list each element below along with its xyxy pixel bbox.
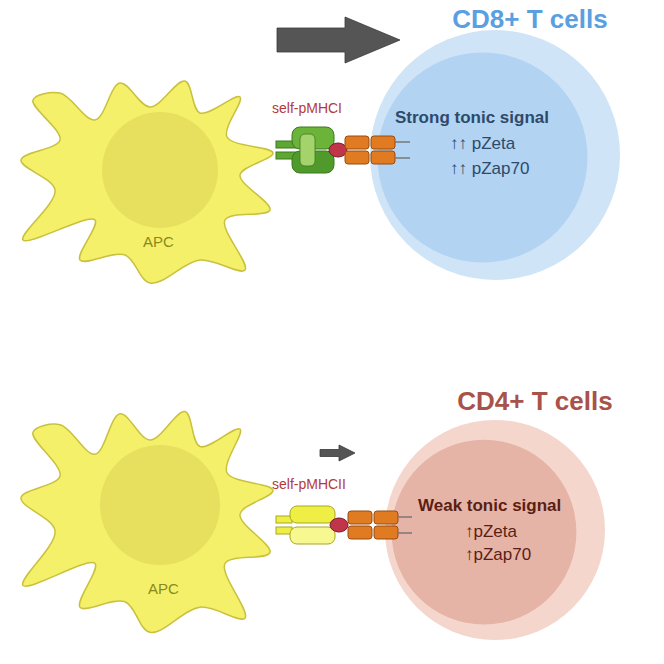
cell-membrane: [370, 30, 620, 280]
tcr-domain: [345, 151, 369, 164]
signal-text: Strong tonic signal: [395, 108, 549, 128]
cell-outline: [15, 75, 280, 290]
apc-membrane: [21, 411, 273, 632]
ligand-label: self-pMHCII: [272, 476, 346, 493]
tcr-domain: [371, 151, 395, 164]
t-cell: CD4+ T cellsWeak tonic signal↑pZeta↑pZap…: [385, 420, 605, 640]
mhc-domain: [290, 527, 335, 544]
tcr-stalk: [395, 141, 410, 143]
peptide: [329, 143, 347, 157]
tcr-domain: [348, 526, 372, 539]
cell-nucleus: [392, 440, 577, 625]
cell-label: APC: [143, 233, 174, 251]
cell-heading: CD4+ T cells: [420, 386, 650, 417]
signal-text: Weak tonic signal: [418, 496, 561, 516]
signal-text: ↑↑ pZap70: [450, 159, 529, 179]
apc-nucleus: [100, 445, 220, 565]
signal-text: ↑pZap70: [465, 545, 531, 565]
mhc-domain: [300, 134, 315, 166]
tcr-domain: [348, 511, 372, 524]
cell-heading: CD8+ T cells: [415, 4, 645, 35]
cell-outline: [370, 30, 620, 280]
tcr-domain: [345, 136, 369, 149]
tcr-domain: [374, 511, 398, 524]
signal-text: ↑pZeta: [465, 522, 517, 542]
tcr-stalk: [395, 157, 410, 159]
apc-nucleus: [102, 112, 218, 228]
peptide: [330, 518, 348, 532]
signal-strength-arrow: [277, 17, 400, 63]
t-cell: CD8+ T cellsStrong tonic signal↑↑ pZeta↑…: [370, 30, 620, 280]
tcr-stalk: [398, 516, 412, 518]
cell-nucleus: [378, 53, 588, 263]
tcr-domain: [371, 136, 395, 149]
signal-strength-arrow: [320, 445, 355, 461]
apc-membrane: [21, 81, 273, 283]
signal-text: ↑↑ pZeta: [450, 134, 515, 154]
mhc-domain: [290, 506, 335, 523]
ligand-label: self-pMHCI: [272, 100, 342, 117]
tcr-domain: [374, 526, 398, 539]
apc-cell: APC: [15, 75, 280, 290]
cell-outline: [15, 405, 280, 640]
tcr-stalk: [398, 532, 412, 534]
apc-cell: APC: [15, 405, 280, 640]
cell-label: APC: [148, 580, 179, 598]
cell-membrane: [385, 420, 605, 640]
